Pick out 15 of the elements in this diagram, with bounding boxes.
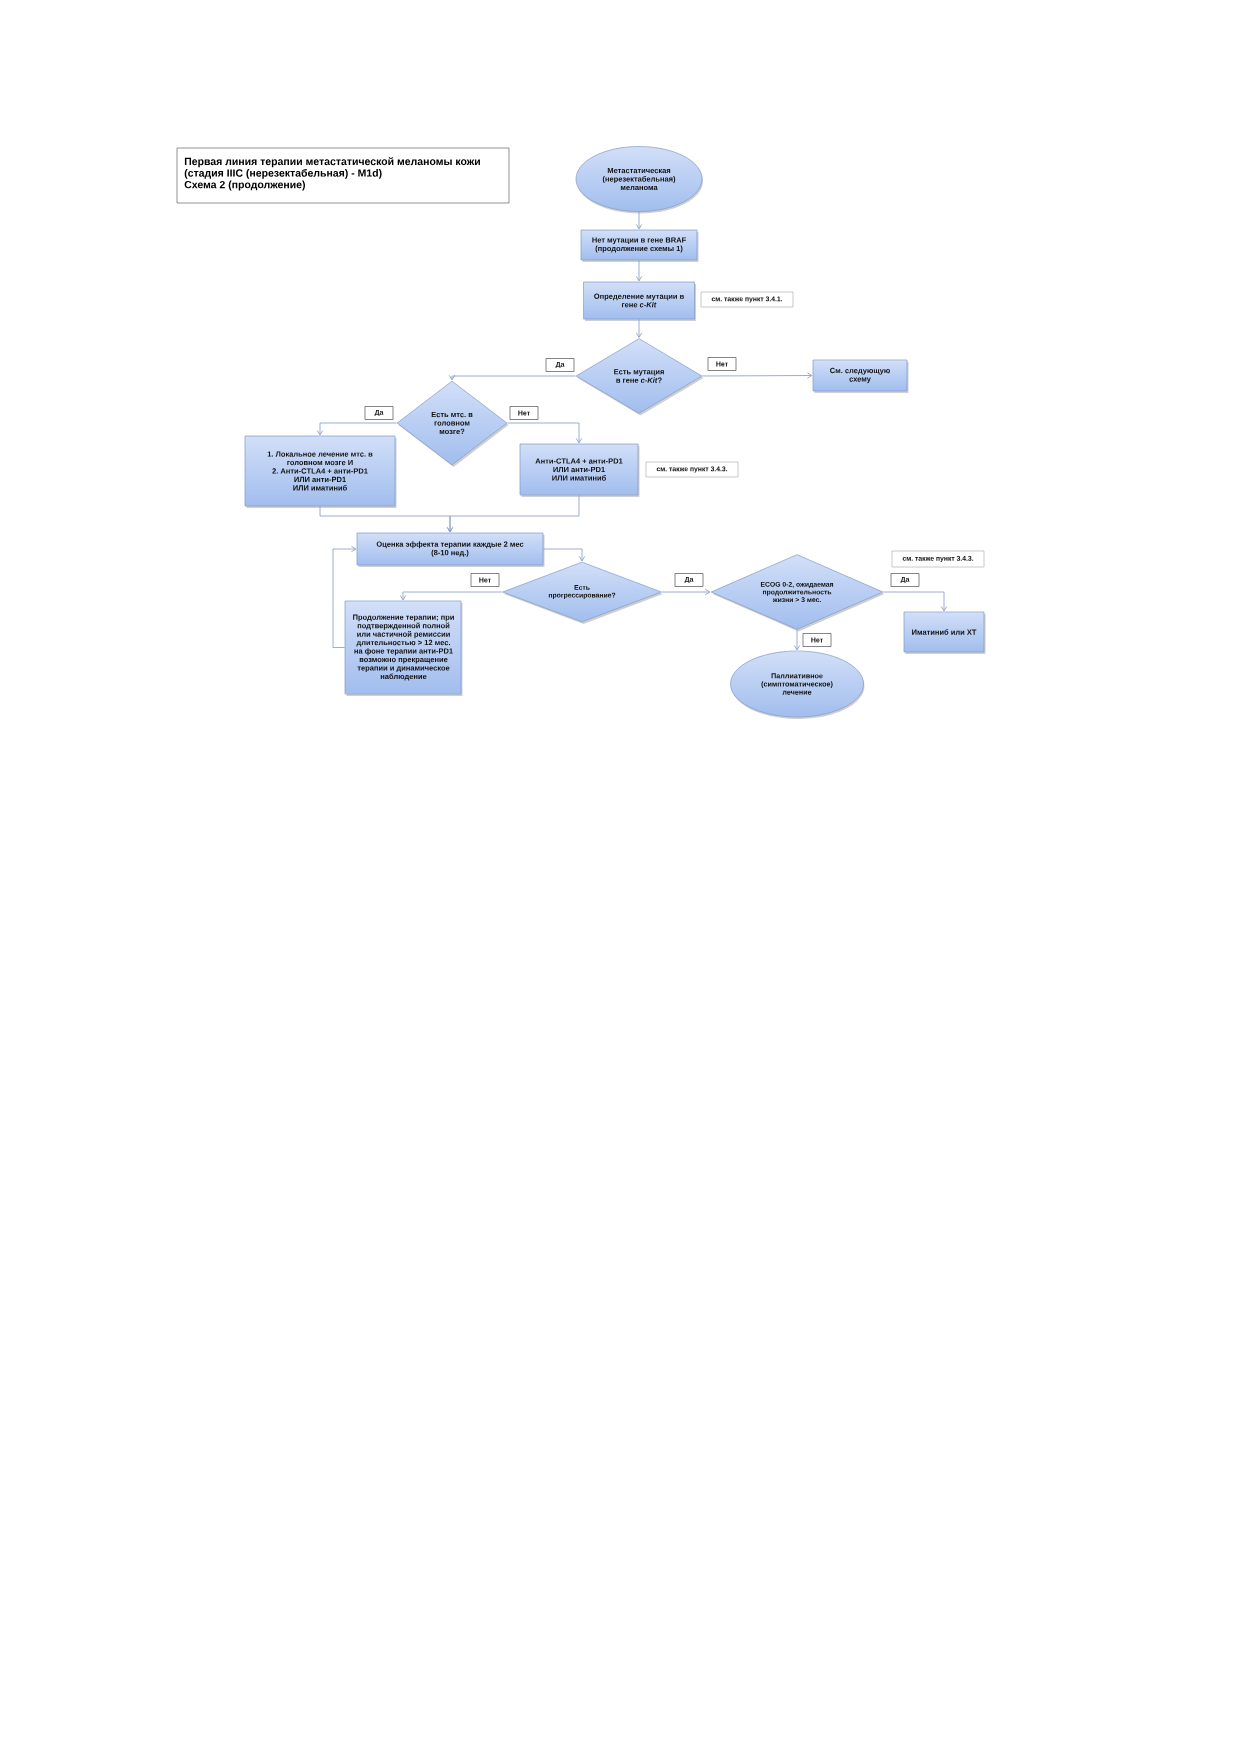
arrow [882, 591, 948, 612]
arrow [635, 318, 643, 338]
arrow [701, 372, 813, 379]
arrow [542, 548, 586, 562]
arrow [635, 259, 643, 282]
arrow [448, 375, 577, 381]
arrow [332, 545, 357, 648]
title-box: Первая линия терапии метастатической меланомы кожи (стадия IIIC (нерезектабельная) - M1d) Схема 2 (продолжение) [176, 147, 510, 204]
arrow [635, 211, 643, 230]
arrow [793, 629, 801, 651]
arrow [506, 422, 583, 444]
arrow [446, 494, 580, 533]
arrow [399, 591, 503, 601]
arrow [661, 588, 711, 596]
arrow [316, 422, 398, 436]
